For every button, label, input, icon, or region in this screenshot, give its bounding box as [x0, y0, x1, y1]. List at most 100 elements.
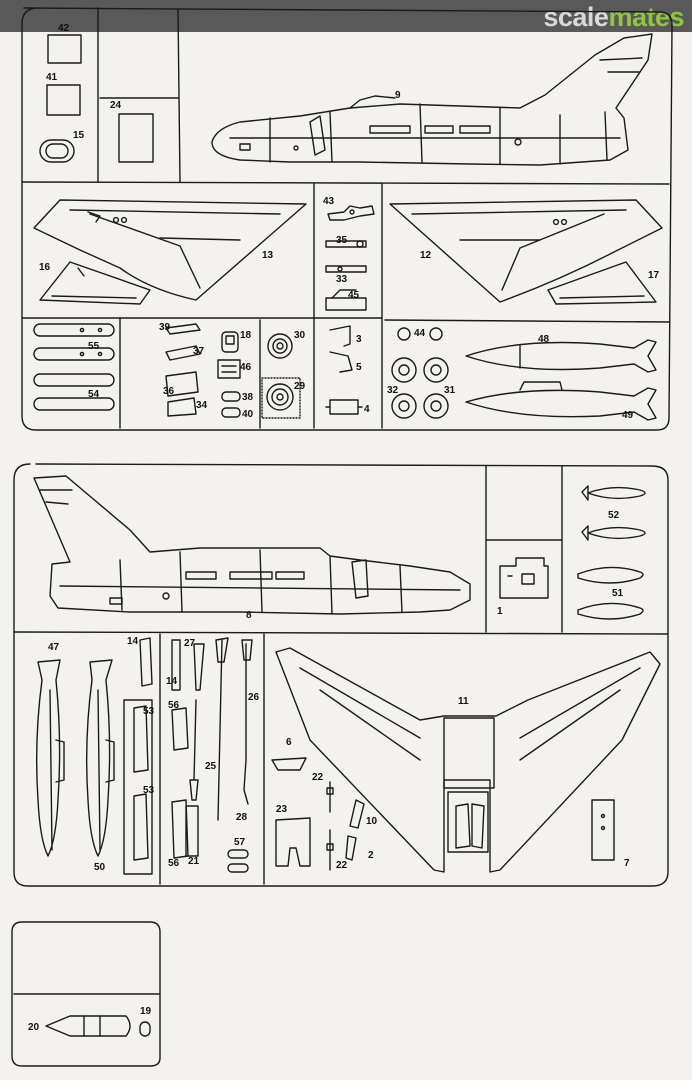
label-18: 18: [240, 330, 252, 341]
part-14-lower: [171, 639, 181, 691]
label-2: 2: [368, 850, 374, 861]
logo-text-scale: scale: [543, 2, 609, 32]
label-23: 23: [276, 804, 288, 815]
part-56-upper: [171, 707, 189, 751]
part-9-fuselage-left: [211, 33, 653, 166]
label-30: 30: [294, 330, 306, 341]
label-44: 44: [414, 328, 426, 339]
part-26-strut: [241, 639, 253, 805]
part-6: [271, 757, 307, 771]
part-27: [193, 643, 205, 691]
label-37: 37: [193, 346, 205, 357]
label-29: 29: [294, 381, 306, 392]
label-22-b: 22: [336, 860, 348, 871]
label-4: 4: [364, 404, 370, 415]
part-43: [327, 205, 375, 221]
label-49: 49: [622, 410, 634, 421]
label-35: 35: [336, 235, 348, 246]
sprue-a-frame: [21, 7, 673, 431]
part-32: [391, 357, 417, 419]
label-25: 25: [205, 761, 217, 772]
label-17: 17: [648, 270, 660, 281]
label-36: 36: [163, 386, 175, 397]
part-15: [39, 139, 75, 163]
part-21: [185, 805, 199, 857]
part-23: [275, 817, 311, 867]
label-14-b: 14: [166, 676, 178, 687]
part-2: [345, 835, 357, 861]
label-21: 21: [188, 856, 200, 867]
label-34: 34: [196, 400, 208, 411]
label-11: 11: [458, 696, 469, 707]
sprue-b-subbox: [123, 699, 153, 875]
label-55: 55: [88, 341, 100, 352]
label-15: 15: [73, 130, 85, 141]
part-25-strut: [215, 637, 229, 821]
part-38: [221, 391, 241, 402]
label-50: 50: [94, 862, 106, 873]
part-40: [221, 407, 241, 418]
label-45: 45: [348, 290, 360, 301]
part-14-upper: [139, 637, 153, 687]
part-44-a: [397, 327, 411, 341]
label-40: 40: [242, 409, 254, 420]
label-5: 5: [356, 362, 362, 373]
label-41: 41: [46, 72, 58, 83]
part-49-drop-tank: [465, 381, 657, 421]
label-8: 8: [246, 610, 252, 621]
part-31: [423, 357, 449, 419]
part-33: [325, 265, 367, 273]
part-22-upper: [326, 781, 334, 813]
label-28: 28: [236, 812, 248, 823]
label-53-b: 53: [143, 785, 155, 796]
label-7: 7: [624, 858, 630, 869]
label-27: 27: [184, 638, 196, 649]
part-17-tailplane: [547, 261, 657, 305]
part-57: [227, 849, 249, 873]
part-16-tailplane: [39, 261, 151, 305]
part-30: [267, 333, 293, 359]
label-22-a: 22: [312, 772, 324, 783]
label-16: 16: [39, 262, 51, 273]
part-34: [167, 397, 197, 417]
part-22-lower: [326, 829, 334, 871]
label-46: 46: [240, 362, 252, 373]
label-1: 1: [497, 606, 503, 617]
label-20: 20: [28, 1022, 40, 1033]
part-51-bombs: [577, 566, 644, 620]
label-42: 42: [58, 23, 70, 34]
label-26: 26: [248, 692, 260, 703]
label-24: 24: [110, 100, 122, 111]
label-43: 43: [323, 196, 335, 207]
part-52-bombs: [581, 485, 646, 541]
part-42: [47, 34, 82, 64]
part-37: [165, 345, 201, 361]
part-53-lower: [133, 793, 149, 861]
part-44-b: [429, 327, 443, 341]
part-7: [591, 799, 615, 861]
label-13: 13: [262, 250, 274, 261]
sprue-c-frame: [11, 921, 161, 1067]
label-14-a: 14: [127, 636, 139, 647]
label-10: 10: [366, 816, 378, 827]
part-47-tank-half: [35, 659, 65, 857]
label-39: 39: [159, 322, 171, 333]
part-35: [325, 240, 367, 248]
label-38: 38: [242, 392, 254, 403]
part-53-upper: [133, 705, 149, 773]
label-33: 33: [336, 274, 348, 285]
label-12: 12: [420, 250, 432, 261]
part-13-wing-upper: [33, 199, 307, 301]
label-54: 54: [88, 389, 100, 400]
part-8-fuselage-right: [33, 475, 471, 615]
label-31: 31: [444, 385, 456, 396]
part-10: [349, 799, 365, 829]
label-51: 51: [612, 588, 624, 599]
part-1: [499, 557, 549, 599]
part-3: [329, 325, 351, 347]
part-39: [165, 323, 201, 335]
label-3: 3: [356, 334, 362, 345]
label-52: 52: [608, 510, 620, 521]
